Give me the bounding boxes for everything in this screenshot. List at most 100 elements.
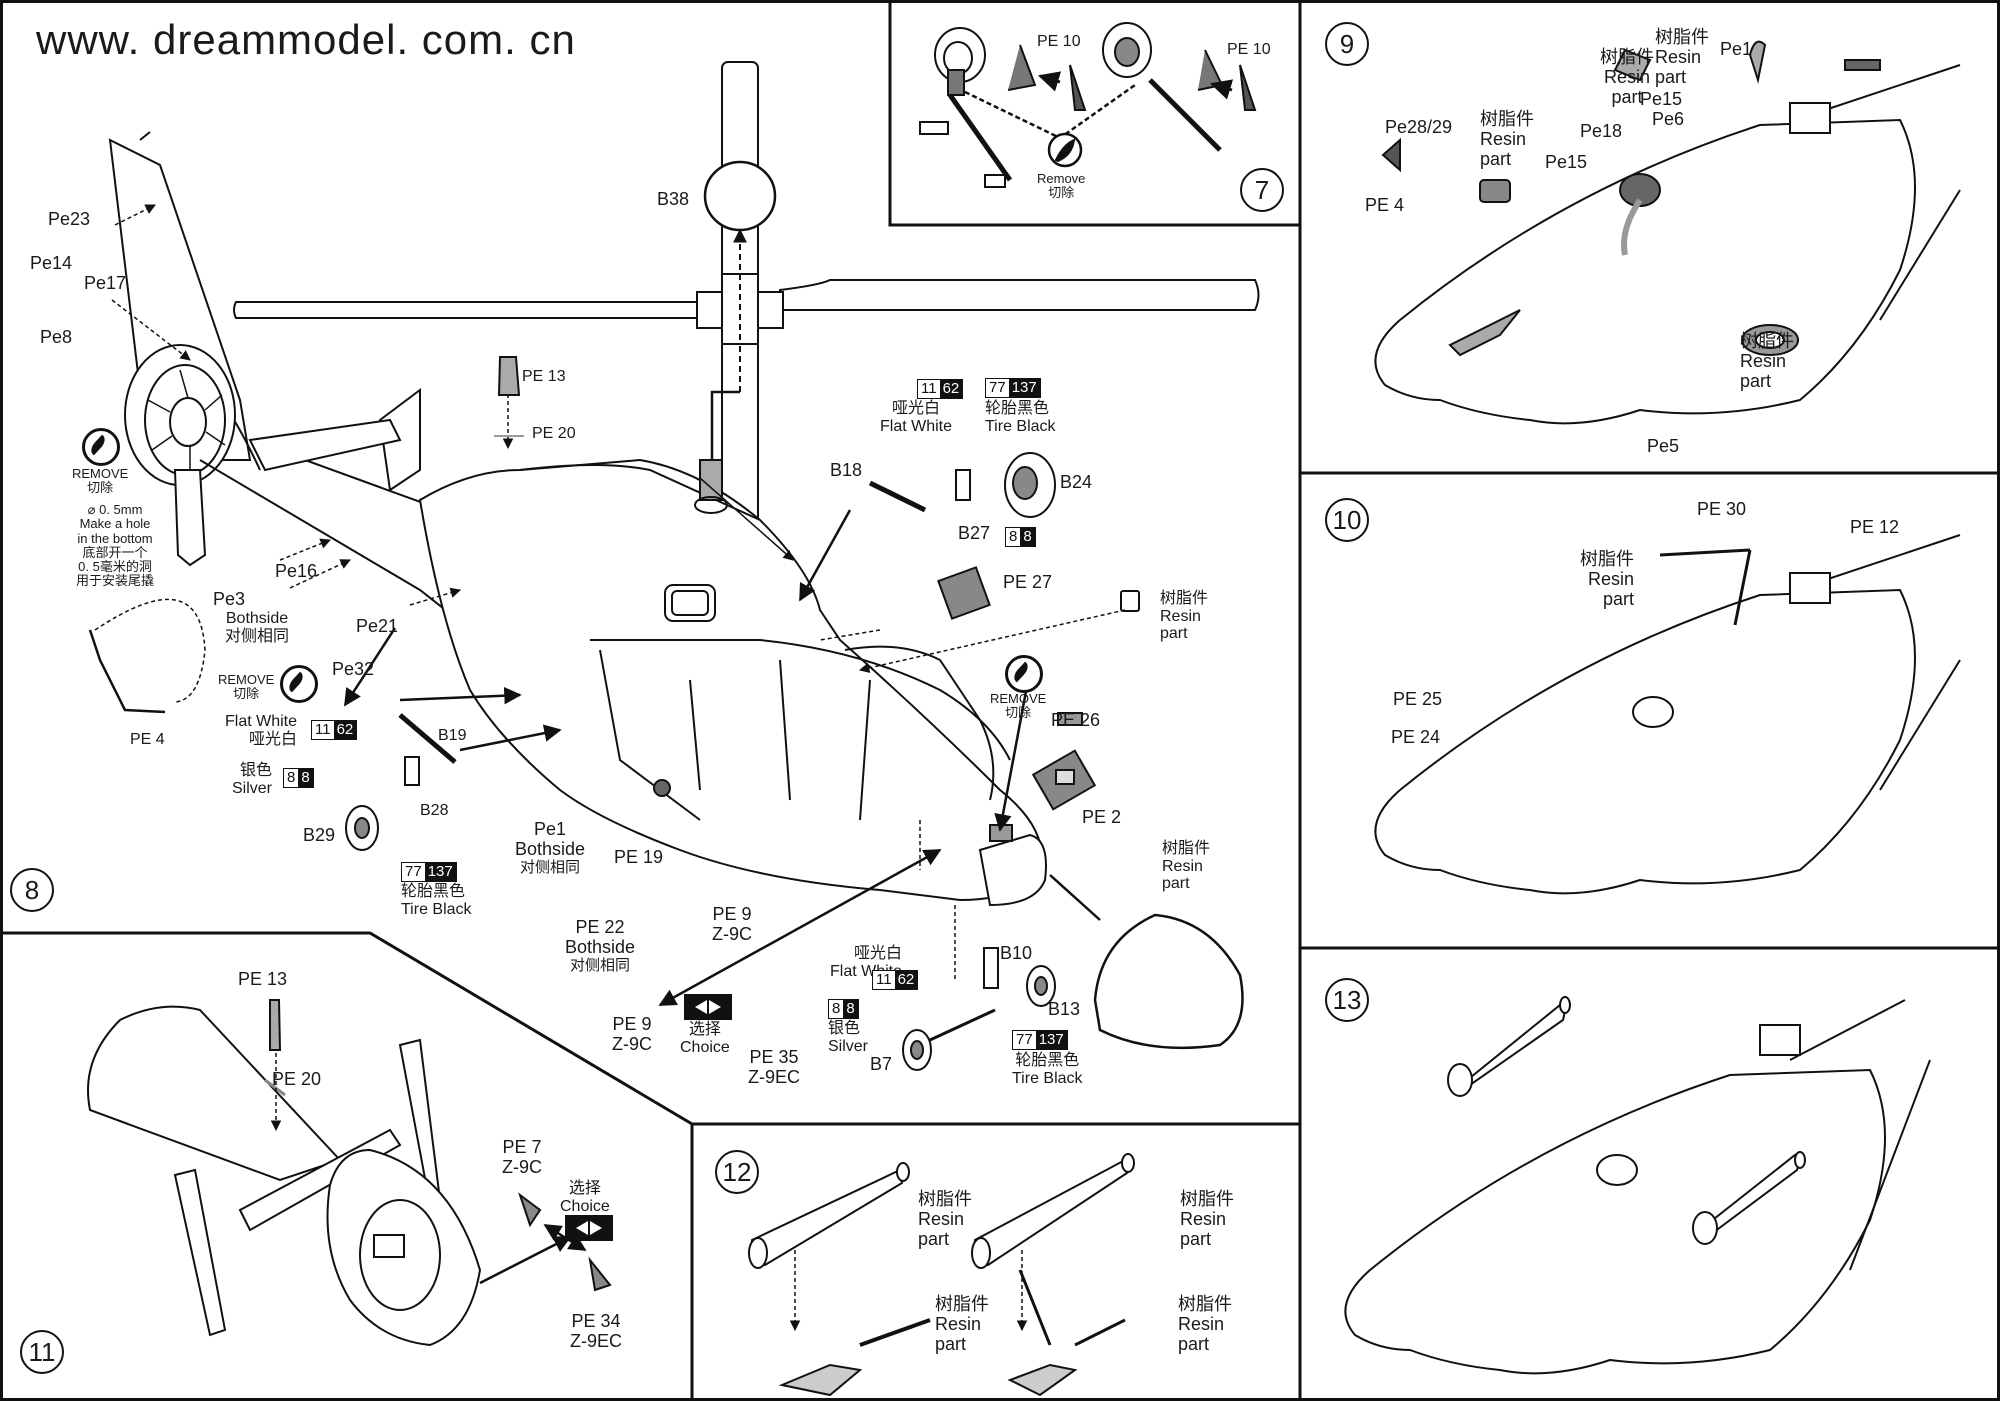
bothside-cn: 对侧相同 [520,858,581,876]
step13-fuselage-drawing [1344,996,1931,1375]
part-en: part [1162,875,1190,893]
resin-note-pe27: 树脂件 Resin part [1160,590,1208,643]
label-pe27: PE 27 [1003,572,1053,592]
label-pe9: PE 9 [612,1014,652,1034]
step-number-12: 12 [715,1150,759,1194]
paint-code-light: 77 [1013,1031,1036,1049]
choice-en: Choice [680,1038,730,1056]
resin-cn: 树脂件 [1178,1294,1232,1314]
flat-white-cn: 哑光白 [892,400,941,417]
bothside-en: Bothside [565,936,636,957]
resin-en: Resin [935,1313,982,1334]
resin-cn: 树脂件 [1160,590,1209,607]
remove-cn: 切除 [1048,185,1075,201]
part-en: part [1480,148,1512,169]
paint-code-light: 8 [1006,528,1021,546]
resin-note-step9-c: 树脂件 Resin part [1655,27,1709,87]
label-pe18: Pe18 [1580,121,1623,141]
label-pe15-right: Pe15 [1640,89,1683,109]
remove-label-tail: REMOVE 切除 [72,466,129,496]
resin-cn: 树脂件 [1162,840,1211,857]
part-en: part [1611,86,1643,107]
step8-helicopter-drawing [88,61,1260,1071]
label-z9c: Z-9C [502,1156,542,1177]
label-b27: B27 [958,523,991,543]
remove-en: REMOVE [72,466,129,481]
resin-note-step12-pylon-left: 树脂件 Resin part [935,1294,989,1354]
flat-white-note-rear: Flat White 哑光白 [225,713,297,748]
resin-note-step9-d: 树脂件 Resin part [1740,331,1794,391]
resin-cn: 树脂件 [918,1189,972,1209]
part-en: part [1602,588,1634,609]
flat-white-en: Flat White [880,417,953,435]
choice-arrow-icon-step11 [565,1215,613,1241]
paint-code-dark: 8 [298,769,313,787]
resin-en: Resin [1655,46,1702,67]
label-pe16: Pe16 [275,561,318,581]
step-number-13: 13 [1325,978,1369,1022]
pe7-z9c-label: PE 7 Z-9C [502,1137,542,1178]
label-z9ec: Z-9EC [748,1066,801,1087]
choice-en: Choice [560,1197,610,1215]
resin-cn: 树脂件 [1580,549,1634,569]
label-b10: B10 [1000,943,1033,963]
part-en: part [1180,1228,1212,1249]
label-b19: B19 [438,727,467,744]
remove-en: REMOVE [218,672,275,687]
step-number-8: 8 [10,868,54,912]
tire-black-cn: 轮胎黑色 [985,400,1050,417]
label-pe26: PE 26 [1051,710,1101,730]
resin-note-step12-tank-left: 树脂件 Resin part [918,1189,972,1249]
label-pe24: PE 24 [1391,727,1441,747]
choice-note-step11: 选择 Choice [560,1180,610,1215]
label-pe32: Pe32 [332,659,375,679]
label-b29: B29 [303,825,336,845]
diameter-hole-size: ⌀ 0. 5mm [87,502,143,517]
pe9-z9c-top-label: PE 9 Z-9C [712,904,752,945]
label-pe20: PE 20 [532,425,576,442]
tire-black-cn: 轮胎黑色 [1015,1052,1080,1069]
resin-en: Resin [918,1208,965,1229]
step7-remove-label: Remove 切除 [1037,171,1085,201]
bothside-cn: 对侧相同 [225,627,290,645]
resin-en: Resin [1180,1208,1227,1229]
step10-fuselage-drawing [1374,534,1961,895]
knife-icon [1005,655,1043,693]
choice-cn: 选择 [688,1021,721,1038]
pe3-bothside-note: Bothside 对侧相同 [225,610,289,645]
step12-pylon-drawing [748,1153,1135,1397]
label-pe2: PE 2 [1082,807,1122,827]
resin-note-step10: 树脂件 Resin part [1580,549,1634,609]
paint-code-light: 77 [402,863,425,881]
step7-pe10-right-label: PE 10 [1227,41,1271,58]
part-en: part [1655,66,1687,87]
label-pe1-step9: Pe1 [1720,39,1753,59]
knife-icon [280,665,318,703]
label-pe25: PE 25 [1393,689,1443,709]
part-en: part [1160,625,1188,643]
paint-code-dark: 137 [424,863,456,881]
tire-black-note-nose: 轮胎黑色 Tire Black [1012,1052,1083,1087]
step9-fuselage-drawing [1374,40,1961,425]
label-pe4: PE 4 [130,731,165,748]
label-b28: B28 [420,802,449,819]
label-b13: B13 [1048,999,1081,1019]
remove-cn: 切除 [233,686,260,702]
hole-size-value: 0. 5mm [99,502,143,517]
tire-black-note-rear: 轮胎黑色 Tire Black [401,883,472,918]
part-en: part [918,1228,950,1249]
tire-black-cn: 轮胎黑色 [401,883,466,900]
paint-code-light: 8 [829,1000,844,1018]
label-pe30: PE 30 [1697,499,1747,519]
remove-label-nose: REMOVE 切除 [990,691,1046,721]
label-pe12: PE 12 [1850,517,1900,537]
label-pe15-left: Pe15 [1545,152,1588,172]
resin-note-step9-b: 树脂件 Resin part [1600,47,1654,107]
label-pe28-29: Pe28/29 [1385,117,1453,137]
paint-code-dark: 8 [843,1000,858,1018]
double-arrow-icon [684,994,732,1020]
